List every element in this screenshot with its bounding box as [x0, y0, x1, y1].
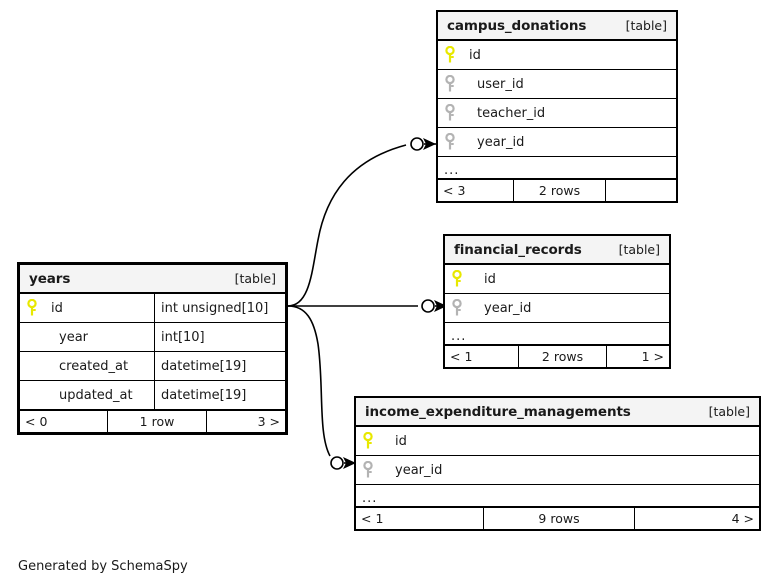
parents-count[interactable]: < 1 — [445, 346, 519, 367]
primary-key-icon — [445, 46, 463, 64]
table-footer: < 0 1 row 3 > — [20, 410, 285, 432]
column-row-created-at[interactable]: created_at datetime[19] — [20, 352, 285, 381]
children-count[interactable]: 3 > — [257, 414, 280, 429]
column-type: int[10] — [161, 329, 205, 345]
primary-key-icon — [363, 432, 381, 450]
more-columns-indicator: ... — [445, 323, 669, 345]
more-columns-indicator: ... — [438, 157, 676, 179]
row-count: 1 row — [108, 411, 207, 432]
table-type-tag: [table] — [618, 242, 660, 257]
table-type-tag: [table] — [625, 18, 667, 33]
edge-years-income-expenditure — [287, 305, 356, 470]
column-name: year_id — [477, 134, 525, 150]
children-count[interactable]: 1 > — [641, 349, 664, 364]
foreign-key-icon — [452, 299, 470, 317]
table-campus-donations[interactable]: campus_donations [table] id — [436, 10, 678, 203]
children-count[interactable]: 4 > — [731, 511, 754, 526]
column-row-id[interactable]: id int unsigned[10] — [20, 294, 285, 323]
foreign-key-icon — [363, 461, 381, 479]
column-name: created_at — [59, 358, 129, 374]
column-type: int unsigned[10] — [161, 300, 269, 316]
children-count[interactable] — [606, 180, 676, 201]
table-financial-records[interactable]: financial_records [table] id — [443, 234, 671, 369]
table-title: income_expenditure_managements — [365, 403, 631, 420]
column-name: id — [395, 433, 407, 449]
table-header: income_expenditure_managements [table] — [356, 398, 759, 427]
table-header: years [table] — [20, 265, 285, 294]
foreign-key-icon — [445, 133, 463, 151]
table-footer: < 1 9 rows 4 > — [356, 507, 759, 529]
column-type: datetime[19] — [161, 358, 247, 374]
parents-count[interactable]: < 0 — [20, 411, 108, 432]
edge-years-financial-records — [288, 299, 447, 313]
row-count: 2 rows — [519, 346, 607, 367]
column-row-updated-at[interactable]: updated_at datetime[19] — [20, 381, 285, 410]
table-header: financial_records [table] — [445, 236, 669, 265]
column-name: year_id — [484, 300, 532, 316]
table-title: campus_donations — [447, 17, 587, 34]
primary-key-icon — [452, 270, 470, 288]
table-type-tag: [table] — [708, 404, 750, 419]
column-row-year-id[interactable]: year_id — [438, 128, 676, 157]
column-type: datetime[19] — [161, 387, 247, 403]
column-name: teacher_id — [477, 105, 546, 121]
column-row-id[interactable]: id — [356, 427, 759, 456]
table-header: campus_donations [table] — [438, 12, 676, 41]
edge-years-campus-donations — [287, 137, 436, 307]
foreign-key-icon — [445, 104, 463, 122]
column-row-teacher-id[interactable]: teacher_id — [438, 99, 676, 128]
table-title: financial_records — [454, 241, 582, 258]
table-type-tag: [table] — [234, 271, 276, 286]
column-name: year — [59, 329, 89, 345]
column-row-id[interactable]: id — [438, 41, 676, 70]
column-name: year_id — [395, 462, 443, 478]
row-count: 9 rows — [484, 508, 635, 529]
generated-by-credit: Generated by SchemaSpy — [18, 559, 188, 574]
column-name: id — [469, 47, 481, 63]
column-row-year-id[interactable]: year_id — [356, 456, 759, 485]
column-row-year-id[interactable]: year_id — [445, 294, 669, 323]
table-income-expenditure-managements[interactable]: income_expenditure_managements [table] i… — [354, 396, 761, 531]
column-row-id[interactable]: id — [445, 265, 669, 294]
column-row-user-id[interactable]: user_id — [438, 70, 676, 99]
column-name: id — [484, 271, 496, 287]
more-columns-indicator: ... — [356, 485, 759, 507]
parents-count[interactable]: < 1 — [356, 508, 484, 529]
row-count: 2 rows — [514, 180, 606, 201]
table-title: years — [29, 270, 71, 287]
column-name: updated_at — [59, 387, 133, 403]
parents-count[interactable]: < 3 — [438, 180, 514, 201]
column-name: id — [51, 300, 63, 316]
table-years[interactable]: years [table] id int unsigned[10] — [17, 262, 288, 435]
column-row-year[interactable]: year int[10] — [20, 323, 285, 352]
primary-key-icon — [27, 299, 45, 317]
foreign-key-icon — [445, 75, 463, 93]
table-footer: < 3 2 rows — [438, 179, 676, 201]
table-footer: < 1 2 rows 1 > — [445, 345, 669, 367]
column-name: user_id — [477, 76, 524, 92]
